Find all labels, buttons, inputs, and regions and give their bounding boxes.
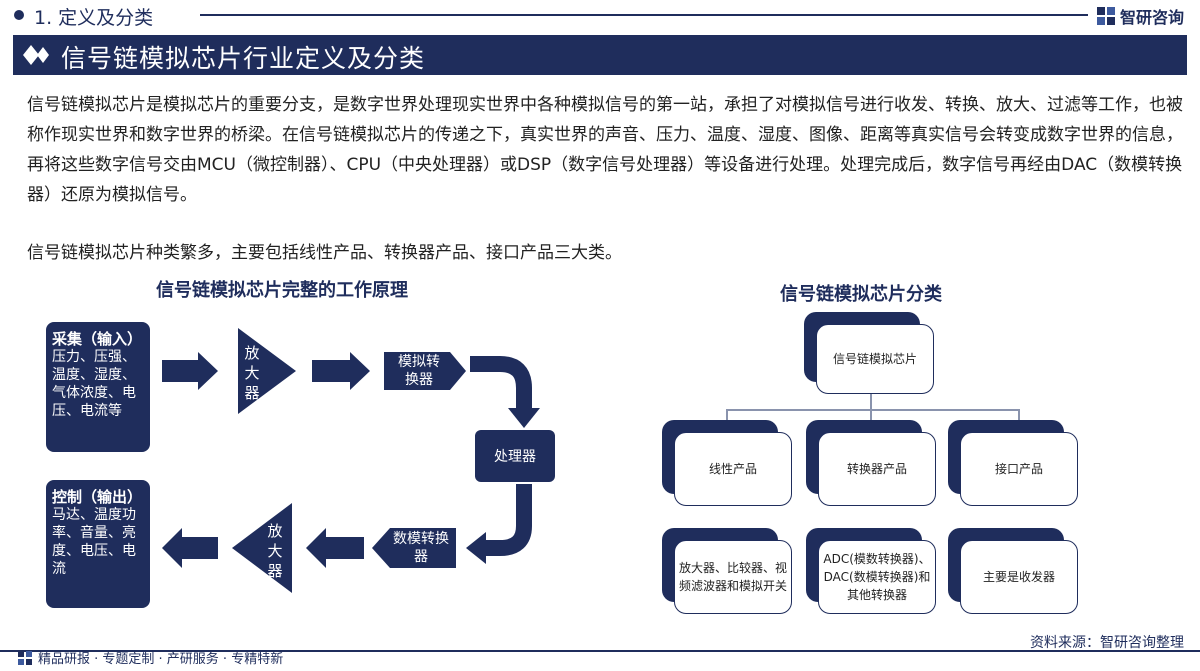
section-label: 1. 定义及分类: [34, 7, 154, 29]
brand: 智研咨询: [1096, 4, 1184, 28]
brand-name: 智研咨询: [1119, 8, 1184, 27]
brand-small-icon: [18, 650, 32, 665]
top-bar: 1. 定义及分类 智研咨询: [0, 0, 1200, 30]
output-box: 控制（输出） 马达、温度功率、音量、亮度、电压、电流: [46, 480, 150, 608]
curve-arrow-left: [482, 484, 532, 556]
amplifier-top-label: 放大器: [244, 344, 260, 402]
detail-card-interface: 主要是收发器: [960, 540, 1078, 614]
category-card-linear: 线性产品: [674, 432, 792, 506]
arrow-left-1: [306, 528, 364, 568]
dac-tag-shape: [372, 528, 456, 568]
brand-logo-icon: [1096, 7, 1115, 25]
footer-divider: [0, 650, 1200, 652]
title-band: 信号链模拟芯片行业定义及分类: [13, 35, 1187, 75]
header-divider: [200, 14, 1088, 16]
arrow-right-1: [162, 352, 218, 390]
tree-connector: [870, 392, 872, 410]
arrow-left-2: [162, 528, 218, 568]
amplifier-top-triangle: [238, 328, 296, 414]
processor-box: 处理器: [475, 430, 555, 482]
input-box-items: 压力、压强、温度、湿度、气体浓度、电压、电流等: [52, 349, 136, 419]
footer-tagline: 精品研报 · 专题定制 · 产研服务 · 专精特新: [38, 652, 284, 667]
tree-connector: [726, 409, 1018, 411]
source-note: 资料来源：智研咨询整理: [1030, 635, 1184, 651]
output-box-title: 控制（输出）: [52, 488, 143, 506]
intro-paragraph: 信号链模拟芯片是模拟芯片的重要分支，是数字世界处理现实世界中各种模拟信号的第一站…: [27, 95, 1183, 205]
right-diagram-title: 信号链模拟芯片分类: [780, 284, 942, 305]
curve-arrow-down: [470, 356, 532, 410]
page-title: 信号链模拟芯片行业定义及分类: [61, 44, 426, 73]
output-box-items: 马达、温度功率、音量、亮度、电压、电流: [52, 507, 136, 577]
category-card-interface: 接口产品: [960, 432, 1078, 506]
footer-tagline-wrap: 精品研报 · 专题定制 · 产研服务 · 专精特新: [18, 648, 283, 667]
arrow-right-2: [312, 352, 370, 390]
adc-tag-shape: [384, 352, 466, 390]
amplifier-bottom-label: 放大器: [267, 522, 283, 580]
category-card-converter: 转换器产品: [818, 432, 936, 506]
amplifier-bottom-triangle: [232, 503, 292, 593]
diamond-icon: [23, 45, 49, 65]
adc-label: 模拟转换器: [398, 354, 440, 388]
input-box-title: 采集（输入）: [52, 330, 143, 348]
dac-label: 数模转换器: [393, 531, 449, 565]
summary-paragraph: 信号链模拟芯片种类繁多，主要包括线性产品、转换器产品、接口产品三大类。: [27, 243, 622, 263]
detail-card-converter: ADC(模数转换器)、DAC(数模转换器)和其他转换器: [818, 540, 936, 614]
section-bullet-icon: [14, 10, 24, 20]
root-card: 信号链模拟芯片: [816, 324, 934, 394]
detail-card-linear: 放大器、比较器、视频滤波器和模拟开关: [674, 540, 792, 614]
left-diagram-title: 信号链模拟芯片完整的工作原理: [156, 280, 408, 301]
input-box: 采集（输入） 压力、压强、温度、湿度、气体浓度、电压、电流等: [46, 322, 150, 452]
